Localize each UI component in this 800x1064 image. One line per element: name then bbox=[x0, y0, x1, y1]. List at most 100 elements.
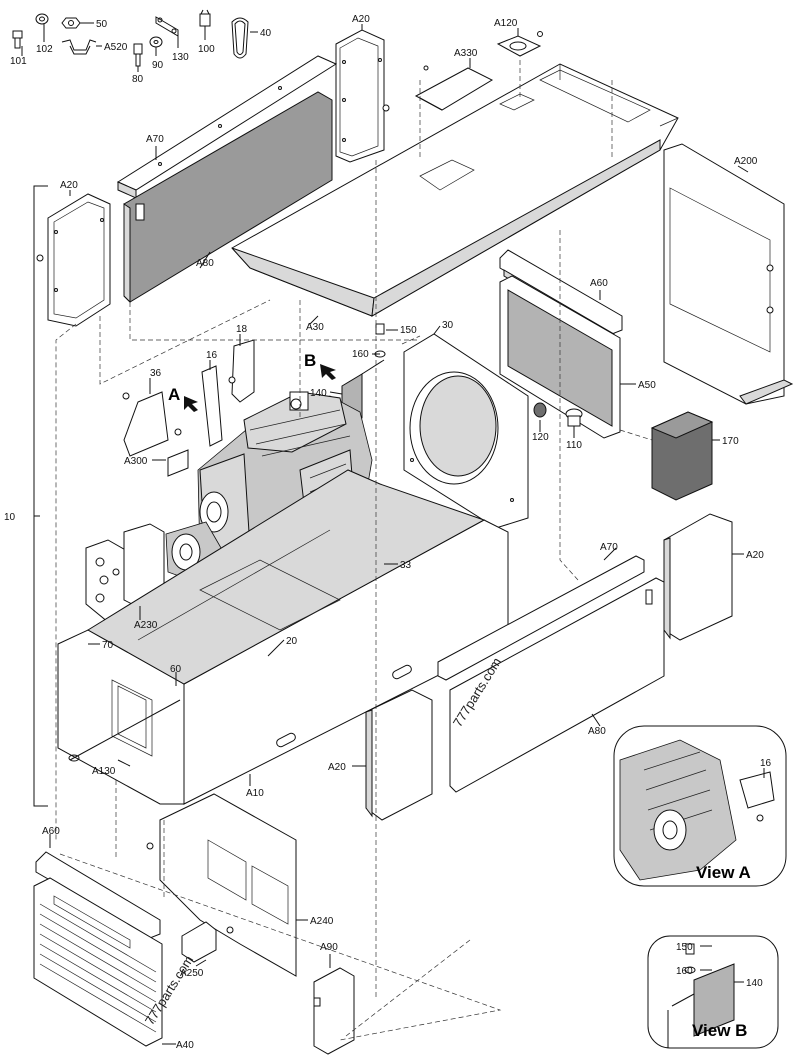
label-33: 33 bbox=[400, 560, 412, 571]
label-40: 40 bbox=[260, 28, 272, 39]
alignment-lines bbox=[55, 60, 653, 1041]
label-a20-left: A20 bbox=[60, 180, 78, 191]
hardware-parts bbox=[12, 9, 249, 67]
bracket-18 bbox=[228, 339, 255, 403]
view-arrow-a bbox=[184, 396, 198, 412]
plate-a330 bbox=[414, 65, 494, 111]
side-frame-a20-top bbox=[335, 29, 390, 163]
label-140: 140 bbox=[310, 388, 327, 399]
label-a20-mid: A20 bbox=[328, 762, 346, 773]
label-b: B bbox=[304, 351, 316, 370]
label-a250: A250 bbox=[180, 968, 204, 979]
label-a130: A130 bbox=[92, 766, 116, 777]
side-frame-a20-left bbox=[36, 193, 111, 327]
label-a230: A230 bbox=[134, 620, 158, 631]
label-150-view-b: 150 bbox=[676, 942, 693, 953]
door-a20-right bbox=[663, 513, 733, 641]
label-80: 80 bbox=[132, 74, 144, 85]
fan-shroud-30 bbox=[403, 333, 529, 529]
label-a330: A330 bbox=[454, 48, 478, 59]
label-a520: A520 bbox=[104, 42, 128, 53]
label-150: 150 bbox=[400, 325, 417, 336]
washer-90 bbox=[149, 36, 163, 48]
door-a90 bbox=[313, 967, 355, 1055]
label-a20-right: A20 bbox=[746, 550, 764, 561]
label-a70-mid: A70 bbox=[600, 542, 618, 553]
label-130: 130 bbox=[172, 52, 189, 63]
rail-a70-mid bbox=[437, 555, 645, 681]
panel-a80-mid bbox=[449, 577, 665, 793]
label-70: 70 bbox=[102, 640, 114, 651]
link-130 bbox=[155, 16, 179, 37]
view-a-title: View A bbox=[696, 863, 751, 882]
nut-120 bbox=[533, 402, 547, 418]
label-18: 18 bbox=[236, 324, 248, 335]
label-a240: A240 bbox=[310, 916, 334, 927]
sensor-110 bbox=[565, 408, 583, 427]
label-16-view-a: 16 bbox=[760, 758, 772, 769]
view-a-inset bbox=[613, 725, 787, 887]
label-101: 101 bbox=[10, 56, 27, 67]
label-a50: A50 bbox=[638, 380, 656, 391]
label-a60-bottom: A60 bbox=[42, 826, 60, 837]
label-30: 30 bbox=[442, 320, 454, 331]
leader-lines bbox=[21, 22, 749, 1045]
label-a60-top: A60 bbox=[590, 278, 608, 289]
label-140-view-b: 140 bbox=[746, 978, 763, 989]
nut-102 bbox=[35, 13, 49, 25]
label-170: 170 bbox=[722, 436, 739, 447]
label-a20-top: A20 bbox=[352, 14, 370, 25]
guard-a230 bbox=[85, 523, 165, 623]
assembly-bracket-10 bbox=[33, 185, 48, 807]
view-b-inset bbox=[647, 935, 779, 1049]
rail-a60-bottom bbox=[35, 851, 161, 939]
base-frame-a10 bbox=[57, 469, 509, 805]
roof-a30 bbox=[231, 63, 679, 317]
label-a80-mid: A80 bbox=[588, 726, 606, 737]
bracket-36 bbox=[122, 391, 182, 457]
label-60: 60 bbox=[170, 664, 182, 675]
belt-40 bbox=[231, 17, 249, 59]
bracket-a240 bbox=[146, 793, 297, 977]
back-frame-a200 bbox=[663, 143, 794, 405]
label-a200: A200 bbox=[734, 156, 758, 167]
callout-labels: 101 102 50 A520 80 90 130 100 40 A20 A12… bbox=[4, 14, 772, 1051]
bolt-101 bbox=[12, 30, 23, 49]
bolt-80 bbox=[133, 43, 143, 67]
label-100: 100 bbox=[198, 44, 215, 55]
label-a300: A300 bbox=[124, 456, 148, 467]
nut-50 bbox=[61, 17, 81, 29]
label-a10: A10 bbox=[246, 788, 264, 799]
label-160-view-b: 160 bbox=[676, 966, 693, 977]
label-20: 20 bbox=[286, 636, 298, 647]
label-a70-top: A70 bbox=[146, 134, 164, 145]
label-120: 120 bbox=[532, 432, 549, 443]
panel-a80-top bbox=[123, 91, 333, 304]
label-a40: A40 bbox=[176, 1040, 194, 1051]
label-102: 102 bbox=[36, 44, 53, 55]
label-a: A bbox=[168, 385, 180, 404]
louver-a40 bbox=[33, 877, 163, 1047]
filter-box-170 bbox=[650, 411, 714, 501]
label-a30: A30 bbox=[306, 322, 324, 333]
view-b-title: View B bbox=[692, 1021, 747, 1040]
clamp-a520 bbox=[61, 39, 97, 55]
label-a120: A120 bbox=[494, 18, 518, 29]
bracket-a250 bbox=[181, 921, 234, 963]
plate-a120 bbox=[496, 31, 543, 57]
label-a80-top: A80 bbox=[196, 258, 214, 269]
view-arrow-b bbox=[320, 364, 336, 380]
label-110: 110 bbox=[566, 440, 582, 451]
label-a90: A90 bbox=[320, 942, 338, 953]
plate-a300 bbox=[167, 449, 189, 477]
label-36: 36 bbox=[150, 368, 162, 379]
label-160: 160 bbox=[352, 349, 369, 360]
label-90: 90 bbox=[152, 60, 164, 71]
label-16: 16 bbox=[206, 350, 218, 361]
door-a20-mid bbox=[365, 689, 433, 821]
bracket-16 bbox=[201, 365, 223, 447]
clip-100 bbox=[199, 9, 211, 27]
label-10: 10 bbox=[4, 512, 16, 523]
